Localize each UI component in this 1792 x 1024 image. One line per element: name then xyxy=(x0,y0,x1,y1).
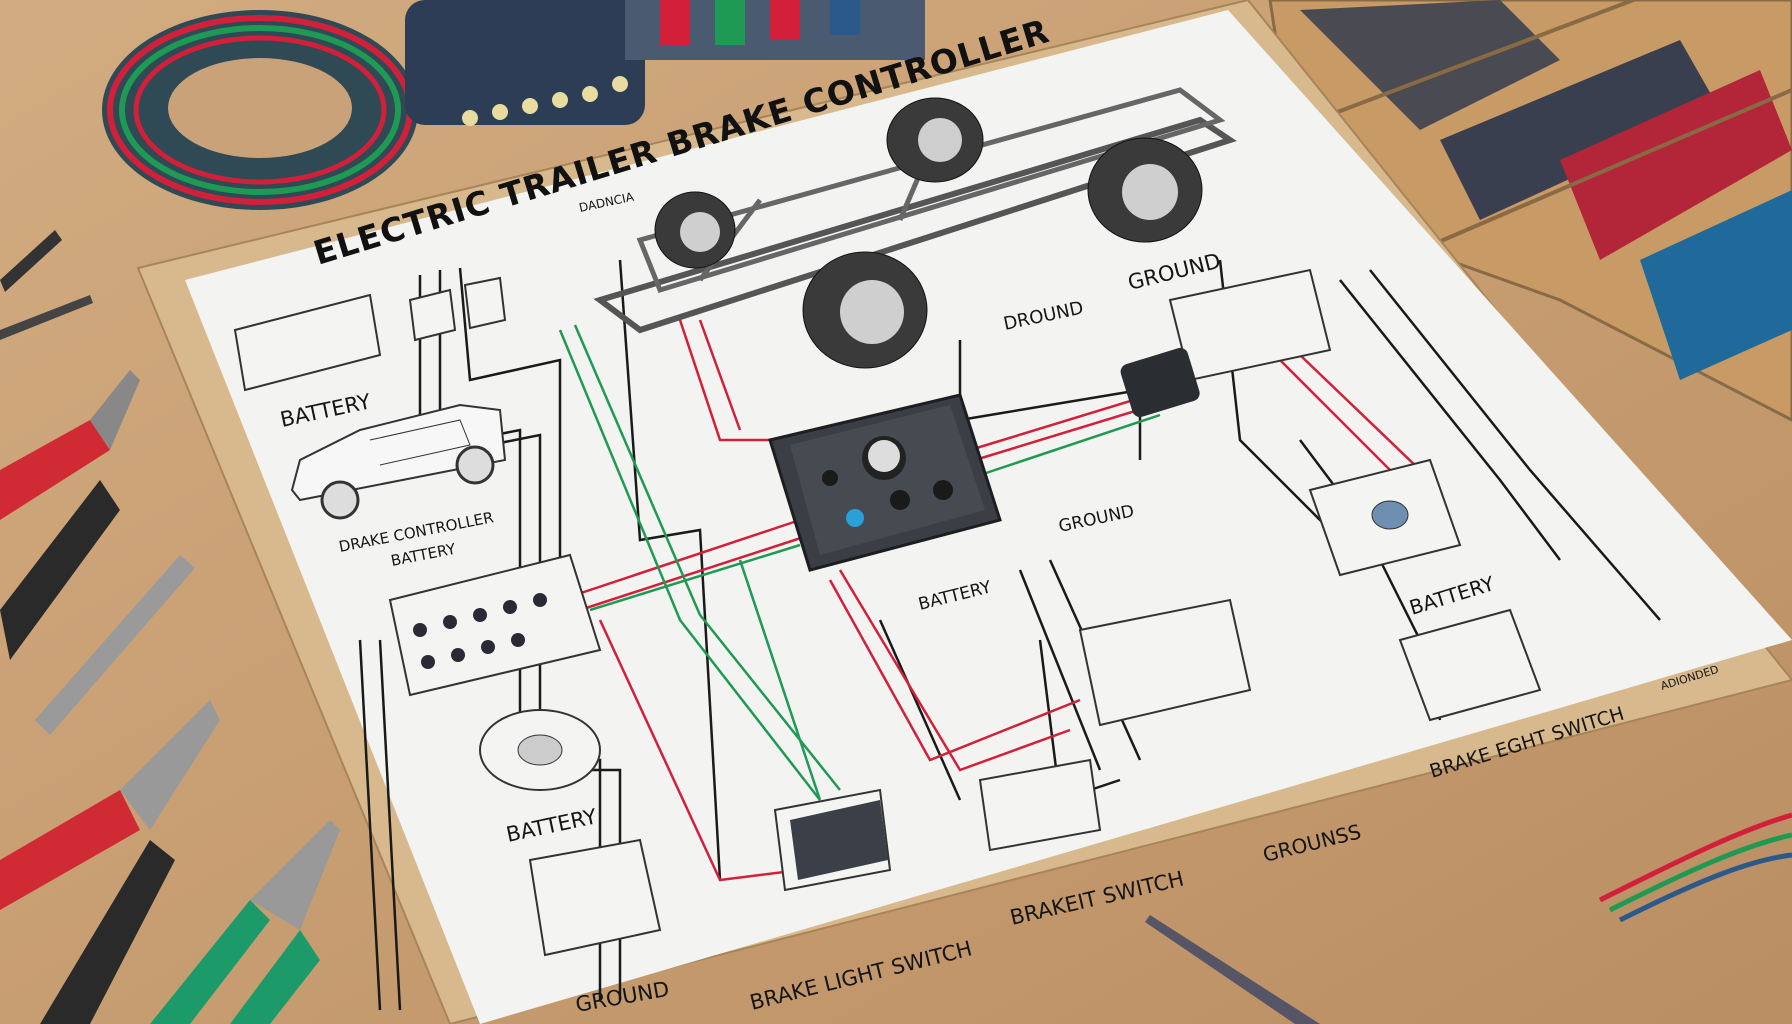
component-sketches xyxy=(233,268,1542,957)
battery-sketch-left xyxy=(233,293,382,392)
trailer-chassis-sketch xyxy=(593,87,1237,369)
relay-sketch xyxy=(528,838,662,957)
light-switch-sketch xyxy=(1398,608,1542,722)
wire-spool xyxy=(102,10,418,210)
wire-bundle xyxy=(405,0,925,126)
screwdriver xyxy=(0,230,93,340)
probe-pen xyxy=(1145,915,1320,1024)
connector-plug xyxy=(1120,347,1200,418)
motor-sketch xyxy=(1078,598,1252,727)
brake-controller-unit xyxy=(768,347,1200,572)
pliers-red-top xyxy=(0,370,140,660)
pliers-green xyxy=(150,820,340,1024)
parts-trays xyxy=(1268,0,1792,422)
vehicle-sketch xyxy=(290,403,507,520)
indicator-led xyxy=(846,509,864,527)
marker-pen xyxy=(35,555,195,735)
loose-wires xyxy=(1598,812,1792,923)
connector-sketch xyxy=(978,758,1102,852)
pliers-red-bottom xyxy=(0,700,220,1024)
fuse-box-sketch xyxy=(388,553,602,697)
